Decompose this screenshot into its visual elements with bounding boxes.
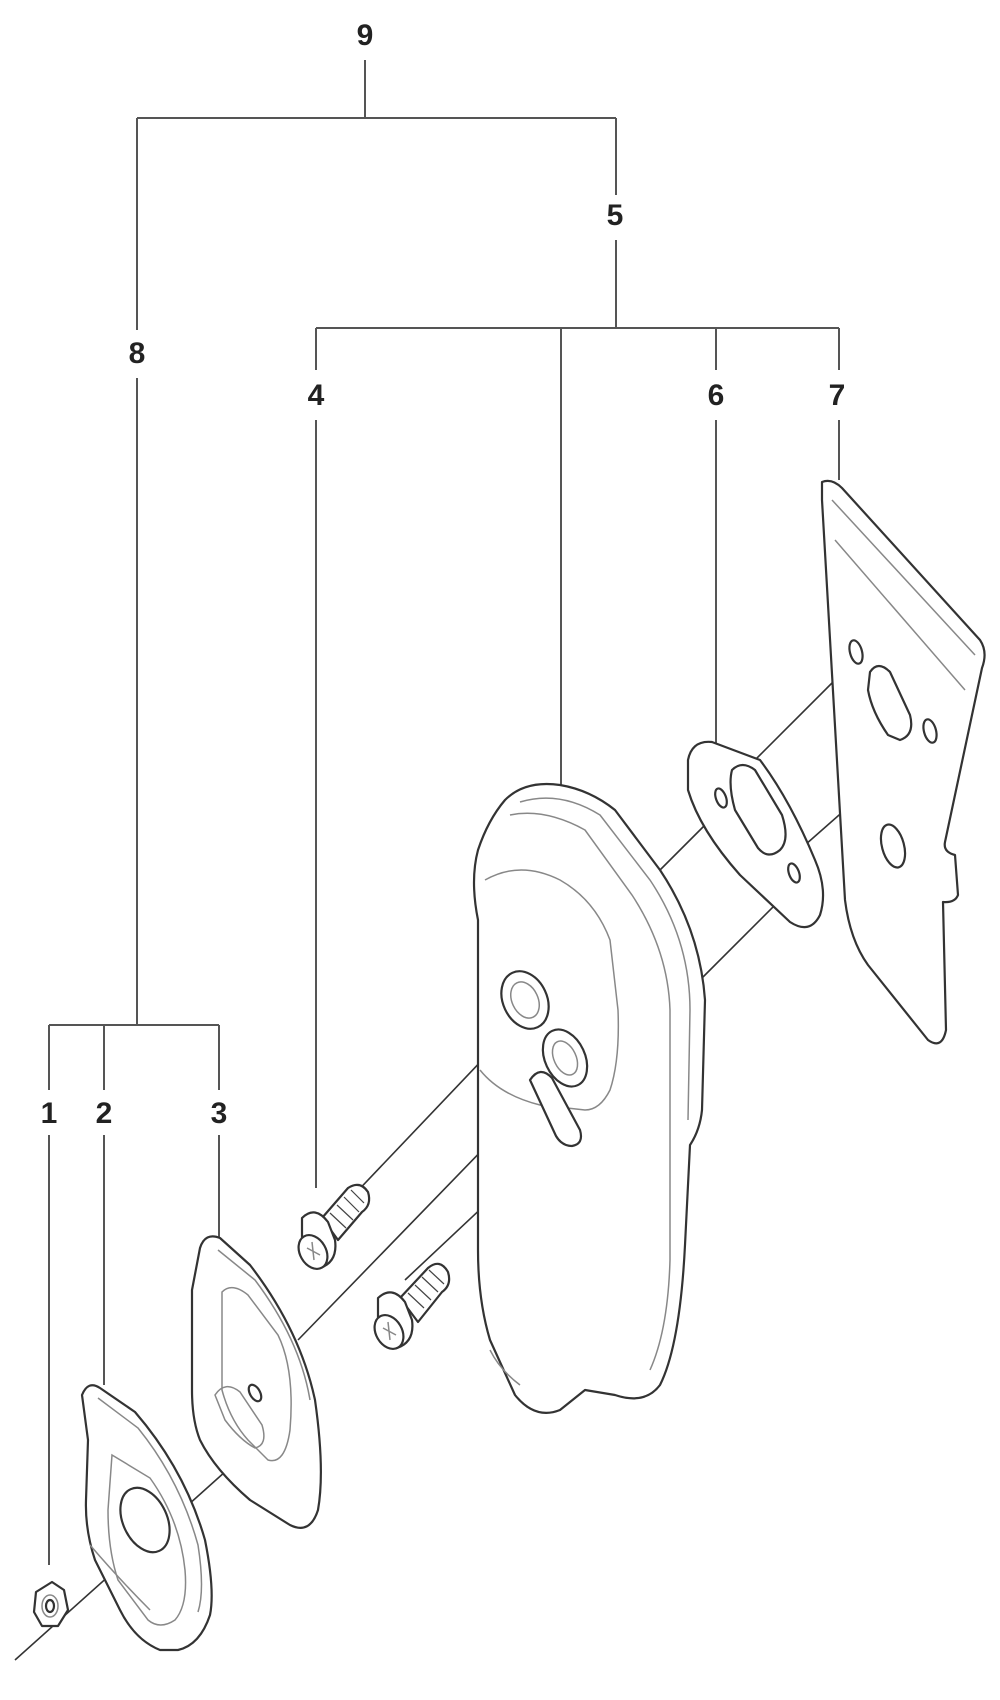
gasket	[686, 740, 825, 929]
nut	[32, 1580, 70, 1628]
screw-upper	[297, 1183, 371, 1270]
callout-7: 7	[829, 379, 846, 412]
cover-plate	[190, 1235, 322, 1529]
callout-3: 3	[211, 1097, 228, 1130]
heat-shield-plate	[820, 479, 986, 1045]
muffler-body	[472, 782, 707, 1414]
callout-1: 1	[41, 1097, 58, 1130]
callout-4: 4	[308, 379, 325, 412]
deflector	[80, 1384, 213, 1652]
callout-tree	[48, 60, 840, 1565]
callout-2: 2	[96, 1097, 113, 1130]
callout-8: 8	[129, 337, 146, 370]
callout-9: 9	[357, 19, 374, 52]
callout-6: 6	[708, 379, 725, 412]
screw-lower	[373, 1262, 451, 1350]
callout-5: 5	[607, 199, 624, 232]
